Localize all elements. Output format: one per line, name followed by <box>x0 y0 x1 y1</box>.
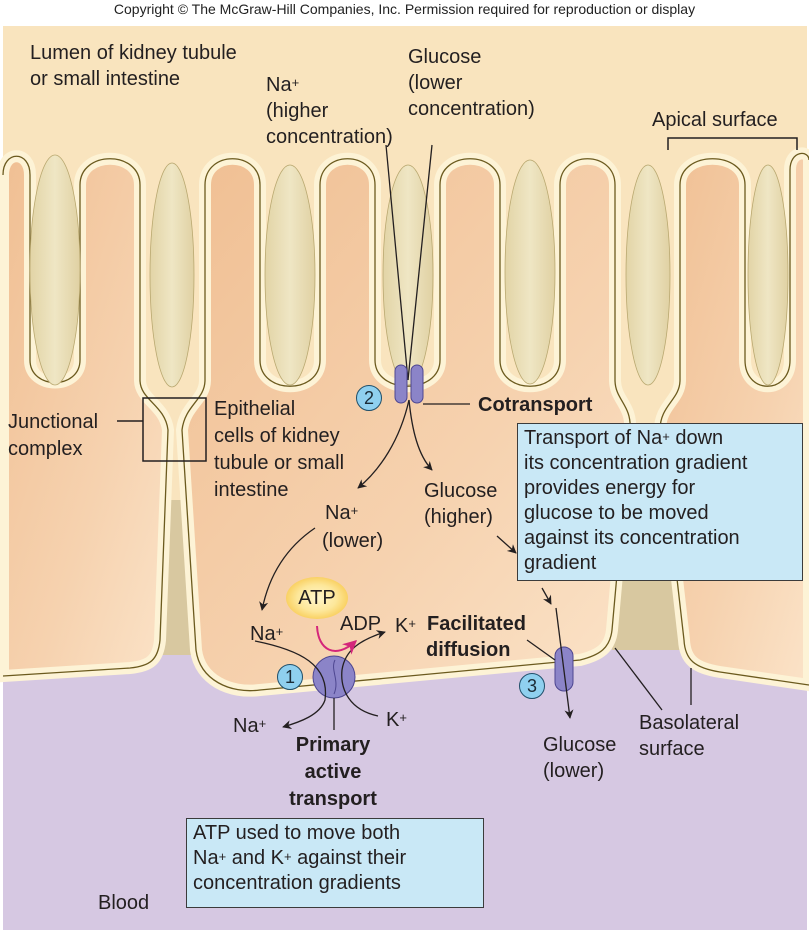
atp-callout: ATP used to move both Na+ and K+ against… <box>186 818 484 908</box>
facilitated-label-line1: Facilitated <box>427 613 526 635</box>
epithelial-label-line1: Epithelial <box>214 398 296 420</box>
glucose-top-line3: concentration) <box>408 98 535 120</box>
atp-callout-line1: ATP used to move both <box>193 822 401 844</box>
na-mid-text: Na <box>325 502 351 524</box>
na-top-text: Na <box>266 74 292 96</box>
na-top-line2: (higher <box>266 100 329 122</box>
callout-text: against their <box>291 847 407 869</box>
na-cell-sup: + <box>275 624 284 639</box>
basolateral-label-line1: Basolateral <box>639 712 740 734</box>
primary-label-line3: transport <box>289 788 377 810</box>
cotransport-callout-line1: Transport of Na+ down <box>524 426 796 451</box>
basolateral-label-line2: surface <box>639 738 705 760</box>
apical-surface-bracket <box>667 137 798 150</box>
step-badge-2: 2 <box>356 385 382 411</box>
cotransport-callout-line3: provides energy for <box>524 477 696 499</box>
sodium-potassium-pump <box>312 655 356 699</box>
step-badge-3: 3 <box>519 673 545 699</box>
na-mid-label: Na+ <box>325 500 358 526</box>
junctional-label-line1: Junctional <box>8 411 99 433</box>
k-cell-sup: + <box>408 616 416 631</box>
callout-text: and K <box>226 847 284 869</box>
adp-label: ADP <box>340 613 382 635</box>
callout-sup: + <box>218 849 227 864</box>
na-top-line3: concentration) <box>266 126 393 148</box>
primary-label-line1: Primary <box>295 734 371 756</box>
na-cell-text: Na <box>250 623 276 645</box>
microvilli-background <box>29 154 789 388</box>
blood-label: Blood <box>98 892 150 914</box>
cotransport-callout-line6: gradient <box>524 552 597 574</box>
callout-text: down <box>669 427 724 449</box>
lumen-label-line2: or small intestine <box>30 68 181 90</box>
k-blood-label: K+ <box>386 707 407 733</box>
na-cell-label: Na+ <box>250 621 283 647</box>
glucose-bottom-line2: (lower) <box>543 760 605 782</box>
epithelial-label-line2: cells of kidney <box>214 425 340 447</box>
atp-callout-line2: Na+ and K+ against their <box>193 846 477 871</box>
junctional-complex-box <box>142 397 207 462</box>
epithelial-label-line4: intestine <box>214 479 289 501</box>
k-blood-sup: + <box>399 710 407 725</box>
cotransport-callout-line4: glucose to be moved <box>524 502 709 524</box>
callout-sup: + <box>662 429 670 444</box>
cotransport-callout-line2: its concentration gradient <box>524 452 748 474</box>
cotransport-callout: Transport of Na+ down its concentration … <box>517 423 803 581</box>
atp-callout-line3: concentration gradients <box>193 872 401 894</box>
na-blood-label: Na+ <box>233 713 266 739</box>
cotransport-callout-line5: against its concentration <box>524 527 740 549</box>
atp-bubble: ATP <box>286 577 348 619</box>
callout-text: Na <box>193 847 219 869</box>
glucose-top-line2: (lower <box>408 72 463 94</box>
copyright-notice: Copyright © The McGraw-Hill Companies, I… <box>113 1 696 17</box>
na-mid-sup: + <box>350 503 359 518</box>
apical-surface-label: Apical surface <box>652 109 778 131</box>
lumen-label-line1: Lumen of kidney tubule <box>30 42 237 64</box>
k-cell-text: K <box>395 615 409 637</box>
primary-label-line2: active <box>304 761 362 783</box>
na-blood-text: Na <box>233 715 259 737</box>
glucose-mid-line1: Glucose <box>424 480 498 502</box>
na-blood-sup: + <box>258 716 267 731</box>
na-top-sup: + <box>291 75 300 90</box>
k-cell-label: K+ <box>395 613 416 639</box>
junctional-label-line2: complex <box>8 438 83 460</box>
callout-sup: + <box>284 849 292 864</box>
epithelial-label-line3: tubule or small <box>214 452 345 474</box>
k-blood-text: K <box>386 709 400 731</box>
facilitated-label-line2: diffusion <box>426 639 511 661</box>
na-top-label: Na+ <box>266 72 299 98</box>
na-mid-line2: (lower) <box>322 530 384 552</box>
cotransport-label: Cotransport <box>478 394 593 416</box>
glucose-top-line1: Glucose <box>408 46 482 68</box>
callout-text: Transport of Na <box>524 427 663 449</box>
glucose-mid-line2: (higher) <box>424 506 493 528</box>
glucose-bottom-line1: Glucose <box>543 734 617 756</box>
step-badge-1: 1 <box>277 664 303 690</box>
cotransporter-protein <box>394 364 424 404</box>
